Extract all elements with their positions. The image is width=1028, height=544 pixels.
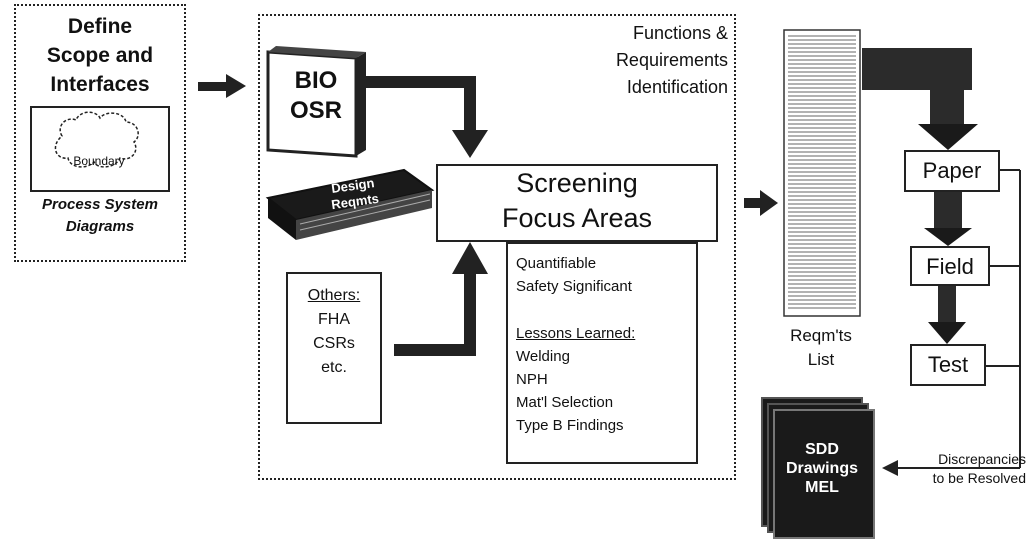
- bio-osr-label: BIO OSR: [276, 66, 356, 126]
- caption-line: Diagrams: [65, 218, 135, 235]
- design-reqmts-book-icon: [265, 168, 435, 240]
- lesson-item: Mat'l Selection: [516, 394, 614, 411]
- others-heading-text: Others:: [307, 287, 361, 304]
- lessons-heading: Lessons Learned:: [516, 322, 696, 345]
- arrow-reqlist-to-paper: [862, 48, 978, 150]
- reqlist-label: Reqm'ts List: [776, 324, 866, 372]
- criterion: Quantifiable: [516, 255, 597, 272]
- process-system-caption: Process System Diagrams: [14, 194, 186, 238]
- arrow-field-to-test: [928, 286, 966, 344]
- arrow-paper-to-field: [924, 192, 972, 246]
- arrow-others-to-focus: [394, 242, 488, 356]
- boundary-label: Boundary: [73, 154, 125, 168]
- sdd-label-line: MEL: [805, 479, 839, 496]
- lesson-item: Welding: [516, 348, 570, 365]
- screening-focus-title: Screening Focus Areas: [436, 166, 718, 236]
- scope-title: Define Scope and Interfaces: [14, 12, 186, 99]
- bio-label-line: BIO: [294, 67, 338, 94]
- caption-line: Process System: [42, 196, 158, 213]
- criterion: Safety Significant: [516, 278, 632, 295]
- sdd-label-line: Drawings: [785, 460, 858, 477]
- criteria-box: [506, 242, 698, 464]
- arrow-scope-to-functions: [198, 74, 246, 98]
- focus-title-line: Screening: [516, 168, 638, 198]
- functions-panel: [258, 14, 736, 480]
- arrow-functions-to-reqlist: [744, 190, 778, 216]
- other-item: CSRs: [313, 335, 355, 352]
- functions-title-line: Requirements: [615, 50, 728, 70]
- lesson-item: NPH: [516, 371, 548, 388]
- functions-title: Functions & Requirements Identification: [520, 20, 728, 101]
- functions-title-line: Functions &: [632, 23, 728, 43]
- sdd-document-stack-icon: [761, 397, 875, 539]
- arrow-bio-to-focus: [366, 76, 488, 158]
- reqlist-label-line: List: [807, 350, 835, 369]
- lesson-item: Type B Findings: [516, 417, 624, 434]
- scope-title-line: Define: [67, 15, 133, 38]
- bio-osr-book-icon: [266, 46, 366, 158]
- step-test: Test: [910, 344, 986, 386]
- feedback-line: [882, 169, 1021, 476]
- discrepancies-label: Discrepancies to be Resolved: [880, 450, 1026, 488]
- focus-title-line: Focus Areas: [501, 203, 653, 233]
- disc-label-line: to be Resolved: [932, 470, 1026, 486]
- disc-label-line: Discrepancies: [938, 451, 1026, 467]
- other-item: etc.: [321, 359, 347, 376]
- scope-title-line: Interfaces: [50, 73, 150, 96]
- bio-label-line: OSR: [289, 97, 342, 124]
- reqlist-label-line: Reqm'ts: [790, 326, 852, 345]
- others-heading: Others:: [286, 284, 382, 308]
- functions-title-line: Identification: [626, 77, 728, 97]
- lessons-heading-text: Lessons Learned:: [516, 325, 636, 342]
- screening-focus-box: [436, 164, 718, 242]
- others-box: [286, 272, 382, 424]
- scope-title-line: Scope and: [46, 44, 154, 67]
- scope-panel: [14, 4, 186, 262]
- step-field: Field: [910, 246, 990, 286]
- process-system-diagram: [30, 106, 170, 192]
- step-paper: Paper: [904, 150, 1000, 192]
- sdd-label-line: SDD: [805, 441, 839, 458]
- other-item: FHA: [318, 311, 350, 328]
- boundary-cloud-icon: [54, 111, 139, 168]
- sdd-label: SDD Drawings MEL: [778, 440, 866, 497]
- reqlist-stack-icon: [783, 29, 861, 317]
